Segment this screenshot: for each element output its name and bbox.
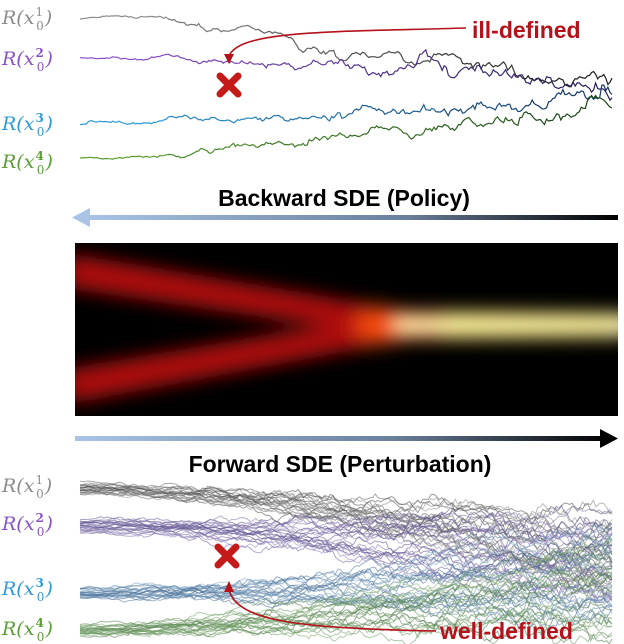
- backward-path-1: [345, 50, 437, 67]
- ill-defined-pointer: [228, 27, 467, 57]
- backward-path-3: [79, 116, 169, 126]
- forward-path-4: [79, 604, 613, 634]
- forward-path-2: [79, 505, 613, 532]
- forward-path-3: [79, 551, 613, 597]
- backward-path-3: [345, 103, 437, 118]
- forward-path-3: [79, 557, 613, 594]
- forward-path-1: [79, 485, 613, 520]
- backward-path-4: [523, 94, 613, 126]
- t-end-label: t = 1: [555, 418, 590, 434]
- backward-arrow: [72, 208, 618, 227]
- backward-path-4: [435, 112, 525, 132]
- backward-path-2: [345, 48, 437, 78]
- backward-path-2: [167, 53, 259, 65]
- forward-path-4: [79, 619, 613, 644]
- ill-defined-label: ill-defined: [472, 17, 581, 43]
- t-start-label: t = 0: [100, 418, 135, 434]
- heat-blob: [596, 320, 618, 330]
- forward-path-4: [79, 533, 613, 638]
- backward-path-2: [79, 53, 169, 61]
- backward-path-2: [523, 76, 613, 102]
- forward-path-2: [79, 514, 613, 545]
- backward-path-3: [257, 112, 347, 122]
- cross-icon-top: [216, 72, 242, 98]
- forward-path-4: [79, 569, 613, 629]
- backward-path-2: [257, 58, 347, 71]
- backward-paths: [79, 15, 613, 160]
- well-defined-pointer: [228, 589, 437, 632]
- forward-path-4: [79, 565, 613, 636]
- forward-path-1: [79, 489, 613, 541]
- forward-sde-title: Forward SDE (Perturbation): [189, 451, 492, 477]
- cross-icon-bottom: [214, 543, 240, 569]
- forward-path-3: [80, 539, 613, 597]
- backward-path-4: [345, 124, 437, 140]
- forward-arrow: [75, 429, 618, 448]
- forward-path-3: [79, 543, 613, 592]
- forward-path-3: [79, 566, 613, 598]
- well-defined-arrowhead: [224, 581, 234, 592]
- well-defined-label: well-defined: [439, 618, 573, 644]
- backward-path-3: [436, 101, 525, 118]
- backward-path-4: [79, 154, 169, 160]
- backward-path-4: [257, 132, 347, 148]
- backward-path-3: [167, 114, 259, 124]
- backward-path-1: [257, 28, 347, 62]
- forward-path-2: [79, 512, 613, 552]
- backward-path-1: [167, 18, 259, 33]
- forward-path-4: [79, 566, 613, 628]
- forward-path-4: [79, 519, 613, 634]
- backward-path-1: [80, 15, 169, 20]
- backward-sde-title: Backward SDE (Policy): [218, 185, 470, 211]
- forward-path-1: [79, 483, 613, 524]
- forward-path-2: [79, 517, 613, 561]
- density-heatmap: [75, 243, 618, 416]
- ill-defined-arrowhead: [224, 54, 234, 64]
- backward-path-4: [167, 142, 259, 159]
- backward-path-2: [435, 60, 525, 79]
- forward-path-1: [79, 486, 613, 586]
- forward-path-4: [79, 551, 613, 628]
- forward-paths: [79, 480, 613, 644]
